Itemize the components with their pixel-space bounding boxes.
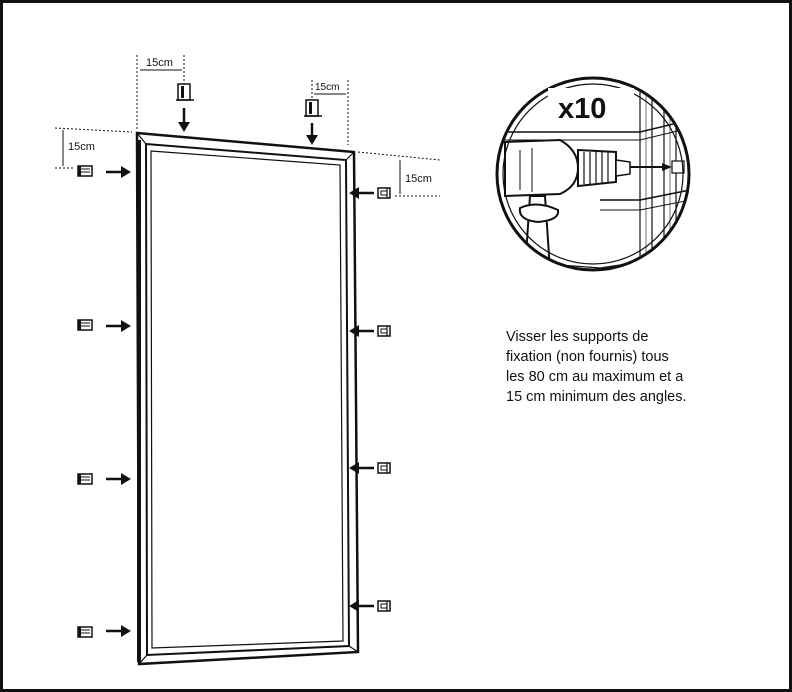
instruction-line: les 80 cm au maximum et a	[506, 369, 684, 385]
arrow-icon	[178, 108, 190, 132]
arrow-icon	[106, 473, 131, 485]
mounting-clip-icon	[377, 462, 391, 474]
instruction-line: fixation (non fournis) tous	[506, 349, 669, 365]
dimension-right-side	[357, 151, 441, 197]
mounting-clip-icon	[77, 319, 93, 331]
drill-icon	[504, 138, 685, 270]
detail-circle: x10	[495, 76, 691, 272]
left-clips	[77, 165, 131, 638]
arrow-icon	[306, 123, 318, 145]
dimension-label-top-left: 15cm	[146, 57, 173, 69]
arrow-icon	[106, 320, 131, 332]
mounting-clip-icon	[77, 626, 93, 638]
arrow-icon	[106, 166, 131, 178]
mirror-frame-icon	[135, 131, 360, 666]
instruction-line: 15 cm minimum des angles.	[506, 389, 687, 405]
mounting-clip-icon	[377, 600, 391, 612]
dimension-label-top-right: 15cm	[315, 82, 339, 93]
arrow-icon	[349, 462, 374, 474]
mounting-clip-icon	[377, 325, 391, 337]
mounting-clip-icon	[77, 165, 93, 177]
dimension-left-side	[54, 127, 133, 169]
top-clip-right	[304, 99, 322, 117]
mounting-clip-icon	[377, 187, 391, 199]
top-clip-left	[176, 83, 194, 101]
dimension-label-left-side: 15cm	[68, 141, 95, 153]
dimension-top-right	[311, 80, 349, 145]
arrow-icon	[349, 187, 374, 199]
arrow-icon	[349, 600, 374, 612]
instruction-line: Visser les supports de	[506, 329, 649, 345]
dimension-label-right-side: 15cm	[405, 173, 432, 185]
arrow-icon	[106, 625, 131, 637]
right-clips	[349, 187, 391, 612]
mounting-clip-icon	[77, 473, 93, 485]
detail-count-label: x10	[558, 93, 606, 125]
dimension-top-left	[136, 55, 185, 130]
arrow-icon	[349, 325, 374, 337]
instruction-text: Visser les supports de fixation (non fou…	[506, 327, 746, 407]
